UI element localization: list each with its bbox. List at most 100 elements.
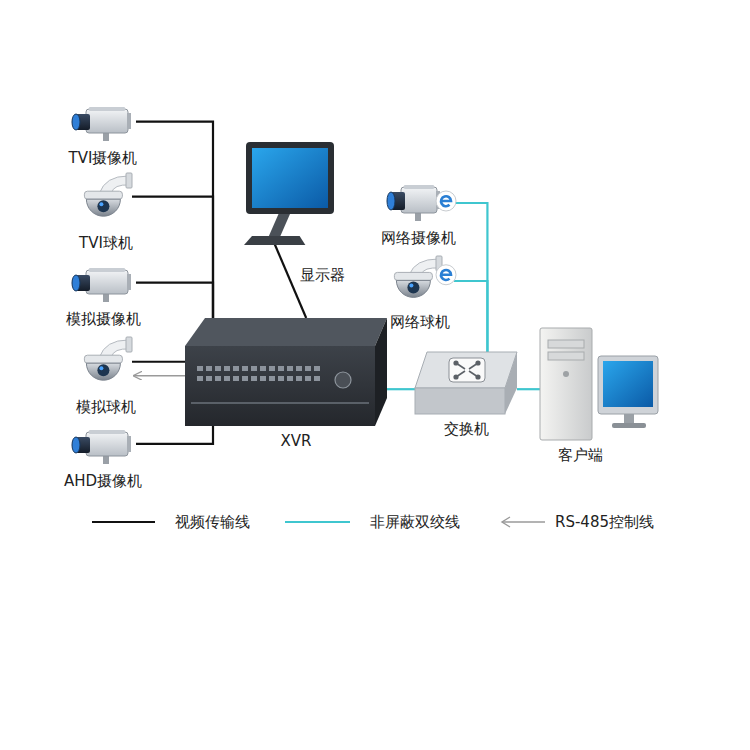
device-illustration (415, 352, 517, 414)
xvr-button (197, 366, 203, 371)
dome-lens (97, 200, 109, 212)
legend-line (285, 521, 350, 523)
camera-lens-glass (72, 275, 80, 291)
xvr-button (215, 366, 221, 371)
dome-ring (84, 355, 122, 363)
device-label: 客户端 (556, 446, 605, 464)
dome-ring (394, 272, 432, 280)
switch-arrow-head (454, 361, 458, 365)
xvr-jog (335, 372, 351, 388)
device-illustration (70, 428, 136, 466)
monitor-screen (252, 148, 328, 208)
xvr-button (314, 376, 320, 381)
xvr-button (224, 376, 230, 381)
ie-badge (436, 191, 456, 211)
device-label: TVI摄像机 (67, 149, 140, 167)
pc-monitor-frame (598, 356, 658, 414)
xvr-button (197, 376, 203, 381)
device-label: AHD摄像机 (62, 472, 144, 490)
legend-sample (500, 513, 545, 531)
xvr-button (305, 366, 311, 371)
legend-text: 视频传输线 (175, 513, 250, 531)
dome-arm (99, 340, 130, 357)
device-node: 交换机 (415, 352, 517, 414)
xvr-button (233, 376, 239, 381)
xvr-button (287, 376, 293, 381)
device-illustration (390, 255, 456, 307)
dome-ring (84, 191, 122, 199)
legend-arrow-line (502, 521, 545, 522)
legend-arrow-head (502, 517, 510, 527)
device-label: 网络摄像机 (379, 229, 458, 247)
xvr-button (224, 366, 230, 371)
dome-shell (86, 199, 120, 216)
switch-side (505, 352, 517, 414)
device-label: 模拟摄像机 (64, 310, 143, 328)
dome-shell (86, 363, 120, 380)
xvr-button (278, 366, 284, 371)
switch-arrow-head (476, 361, 480, 365)
xvr-button (269, 376, 275, 381)
camera-lens-glass (72, 437, 80, 453)
device-node: 模拟球机 (80, 336, 132, 392)
device-node: 显示器 (242, 142, 338, 246)
pc-tower (540, 328, 592, 440)
device-illustration (242, 142, 338, 246)
pc-power (563, 371, 569, 377)
dome-lens (407, 281, 419, 293)
connector-line (136, 426, 213, 444)
legend-sample (285, 513, 350, 531)
xvr-trim (191, 402, 369, 404)
xvr-front (185, 346, 375, 426)
pc-monitor-base (612, 423, 646, 428)
dome-lens-glint (409, 283, 413, 287)
connector-line (136, 283, 213, 318)
camera-body (401, 187, 437, 213)
device-illustration (540, 328, 658, 440)
camera-body (86, 109, 128, 133)
device-node: 模拟摄像机 (70, 266, 136, 304)
connector-line (387, 388, 415, 390)
xvr-button (314, 366, 320, 371)
device-node: TVI摄像机 (70, 105, 136, 143)
xvr-button (215, 376, 221, 381)
xvr-button (206, 366, 212, 371)
dome-lens (97, 364, 109, 376)
xvr-button (296, 366, 302, 371)
device-label: TVI球机 (77, 234, 135, 252)
dome-mount (126, 173, 132, 188)
xvr-button (260, 366, 266, 371)
pc-bay (548, 340, 584, 348)
connector-line (454, 281, 487, 352)
device-node: TVI球机 (80, 172, 132, 228)
camera-rear (127, 436, 131, 452)
camera-ridge (89, 430, 125, 434)
xvr-button (251, 366, 257, 371)
device-illustration (185, 318, 387, 426)
device-node: 网络摄像机 (385, 183, 457, 223)
dome-arm (99, 176, 130, 193)
device-illustration (80, 172, 132, 228)
camera-lens-glass (72, 114, 80, 130)
xvr-side (375, 318, 387, 426)
monitor-neck (269, 214, 290, 236)
xvr-button (242, 366, 248, 371)
xvr-top (185, 318, 387, 346)
pc-monitor-screen (603, 361, 653, 407)
dome-lens-glint (99, 202, 103, 206)
switch-front (415, 388, 505, 414)
legend-sample (92, 513, 155, 531)
xvr-button (269, 366, 275, 371)
switch-badge (449, 358, 485, 382)
dome-shell (396, 280, 430, 297)
device-label: 网络球机 (388, 313, 452, 331)
ie-letter (441, 270, 451, 280)
monitor-frame (246, 142, 334, 214)
camera-ridge (89, 268, 125, 272)
xvr-button (260, 376, 266, 381)
device-label: 显示器 (298, 266, 347, 284)
device-node: 网络球机 (390, 255, 456, 307)
device-node: AHD摄像机 (70, 428, 136, 466)
dome-mount (126, 337, 132, 352)
